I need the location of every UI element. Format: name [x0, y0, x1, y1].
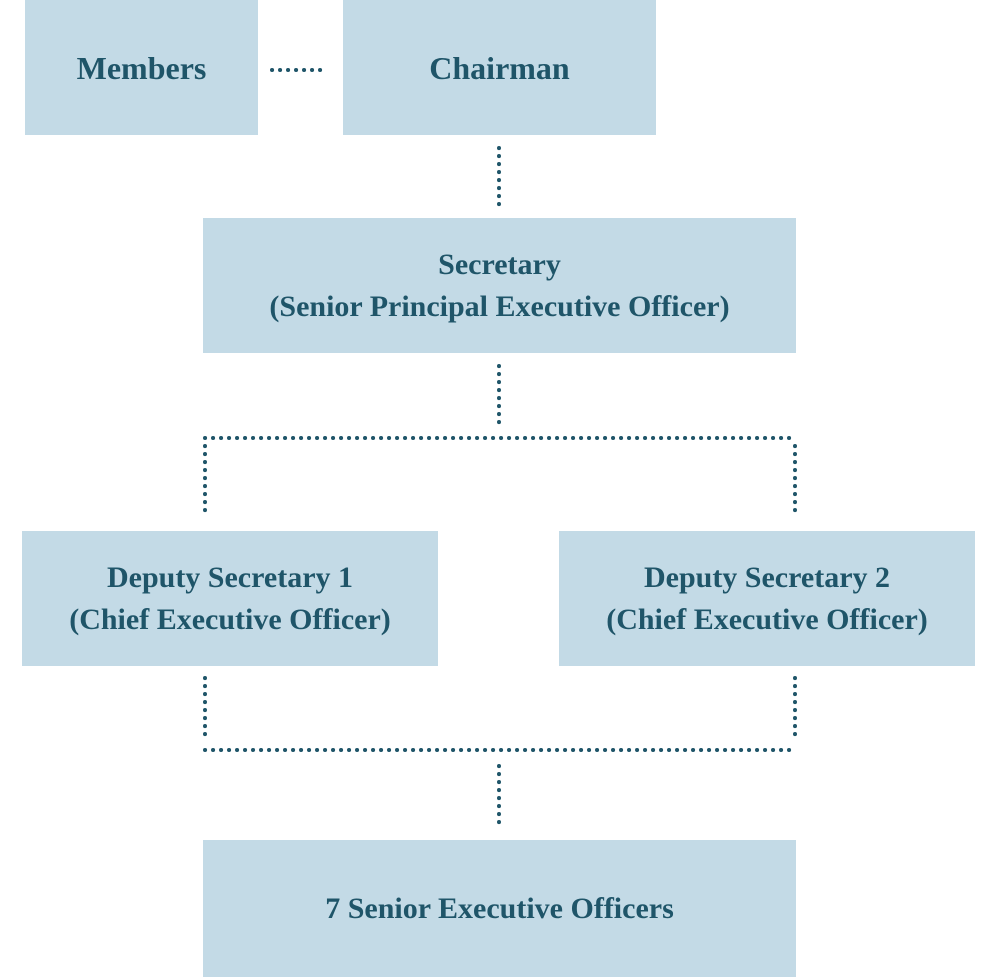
members-label: Members: [76, 49, 207, 86]
senior-executive-officers-box: 7 Senior Executive Officers: [203, 840, 796, 977]
deputy-secretary-1-box: Deputy Secretary 1 (Chief Executive Offi…: [22, 531, 438, 666]
deputy-secretary-2-subtitle: (Chief Executive Officer): [606, 602, 928, 636]
members-box: Members: [25, 0, 258, 135]
secretary-box: Secretary (Senior Principal Executive Of…: [203, 218, 796, 353]
secretary-subtitle: (Senior Principal Executive Officer): [269, 289, 730, 323]
chairman-label: Chairman: [429, 49, 570, 86]
senior-executive-officers-label: 7 Senior Executive Officers: [325, 891, 674, 925]
chairman-box: Chairman: [343, 0, 656, 135]
deputy-secretary-2-box: Deputy Secretary 2 (Chief Executive Offi…: [559, 531, 975, 666]
deputy-secretary-1-title: Deputy Secretary 1: [106, 560, 354, 594]
deputy-secretary-2-title: Deputy Secretary 2: [643, 560, 891, 594]
deputy-secretary-1-subtitle: (Chief Executive Officer): [69, 602, 391, 636]
secretary-title: Secretary: [438, 247, 561, 281]
